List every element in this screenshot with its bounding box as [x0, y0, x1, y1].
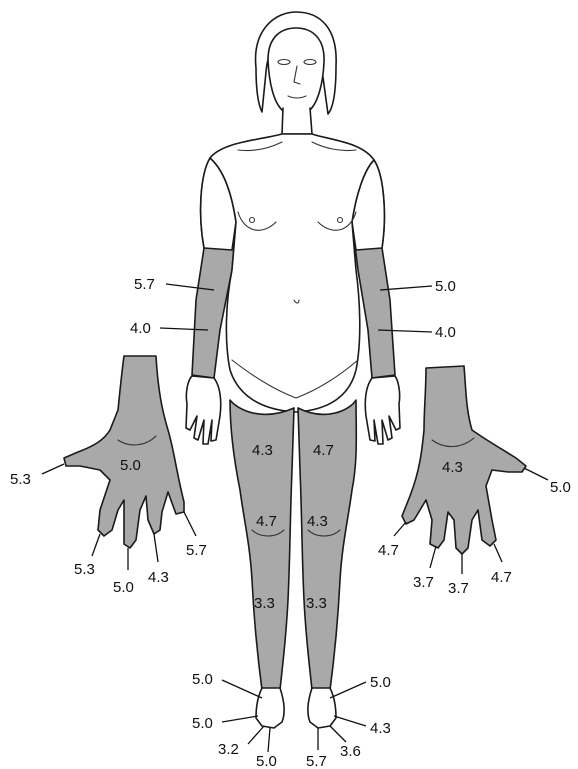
label-right-hand-little: 4.7 [491, 569, 512, 586]
leader-right-foot-toes [330, 726, 346, 742]
leader-left-hand-thumb [42, 464, 64, 474]
leader-right-foot-ankle [330, 682, 366, 698]
leader-right-hand-middle [430, 546, 436, 568]
label-right-foot-ankle: 5.0 [370, 674, 391, 691]
leader-left-foot-ankle [222, 680, 262, 698]
left-hand-small [186, 376, 221, 444]
label-left-forearm: 4.0 [130, 320, 151, 337]
label-right-thigh: 4.7 [313, 442, 334, 459]
label-left-hand-index: 5.3 [74, 561, 95, 578]
label-left-thigh: 4.3 [252, 442, 273, 459]
label-left-knee: 4.7 [256, 513, 277, 530]
label-left-shin: 3.3 [254, 595, 275, 612]
right-hand-small [365, 376, 400, 444]
left-foot [256, 688, 284, 728]
label-right-forearm: 4.0 [435, 324, 456, 341]
label-right-upper-arm: 5.0 [435, 278, 456, 295]
label-right-hand-ring: 3.7 [448, 580, 469, 597]
label-right-foot-side: 4.3 [370, 720, 391, 737]
label-right-knee: 4.3 [307, 513, 328, 530]
label-left-hand-middle: 5.0 [113, 579, 134, 596]
label-right-hand-thumb: 5.0 [550, 479, 571, 496]
label-left-foot-sole: 5.0 [256, 753, 277, 769]
right-detached-hand [402, 366, 526, 554]
torso [210, 134, 374, 412]
label-right-foot-toes: 3.6 [340, 743, 361, 760]
left-detached-hand [64, 356, 184, 548]
leader-left-foot-toes [222, 716, 258, 722]
neck [282, 108, 312, 134]
right-foot [308, 688, 336, 728]
label-left-hand-little: 5.7 [186, 542, 207, 559]
label-left-foot-ankle: 5.0 [192, 671, 213, 688]
label-left-hand-ring: 4.3 [148, 569, 169, 586]
label-left-foot-toes: 5.0 [192, 715, 213, 732]
label-right-foot-big-toe: 5.7 [306, 753, 327, 769]
leader-left-foot-big-toe [248, 726, 264, 744]
leader-left-hand-little [184, 512, 196, 536]
leader-right-hand-thumb [524, 468, 548, 480]
label-left-hand-thumb: 5.3 [10, 471, 31, 488]
leader-right-hand-index [394, 522, 406, 536]
leader-left-foot-sole [268, 728, 270, 752]
label-right-hand-middle: 3.7 [413, 574, 434, 591]
leader-left-hand-index [92, 534, 100, 556]
label-right-hand-index: 4.7 [378, 542, 399, 559]
label-right-shin: 3.3 [306, 595, 327, 612]
leader-left-hand-ring [154, 534, 158, 562]
leader-right-hand-little [494, 544, 502, 562]
label-left-foot-big-toe: 3.2 [218, 741, 239, 758]
label-left-upper-arm: 5.7 [134, 276, 155, 293]
label-left-hand-palm: 5.0 [120, 457, 141, 474]
label-right-hand-palm: 4.3 [442, 459, 463, 476]
leader-right-foot-side [334, 716, 366, 726]
